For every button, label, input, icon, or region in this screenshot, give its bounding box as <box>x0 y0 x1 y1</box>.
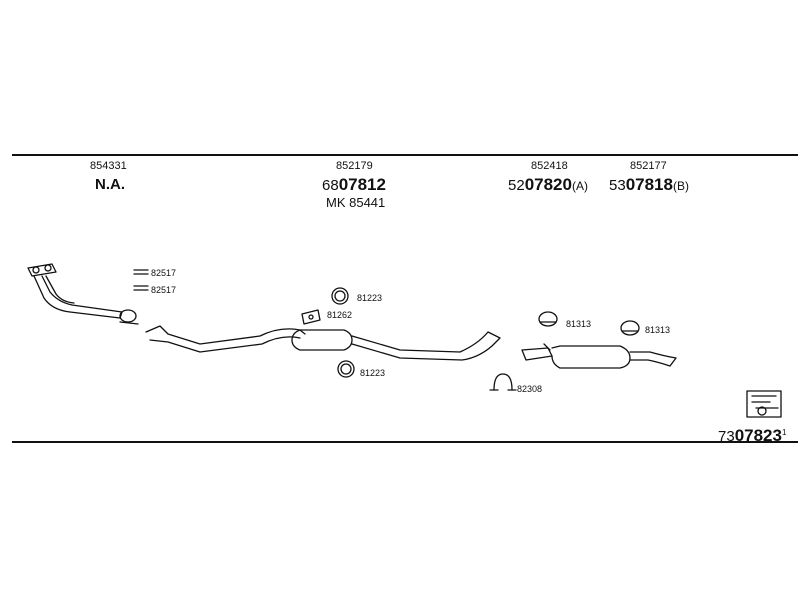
col2-code-main: 07812 <box>338 175 386 194</box>
clamp-82308-shape <box>489 373 517 391</box>
part-label: 81223 <box>360 368 386 378</box>
col1-label: N.A. <box>95 176 125 193</box>
hanger-81262-shape <box>301 309 321 325</box>
middle-pipe-with-resonator <box>145 325 501 361</box>
part-label: 81223 <box>357 293 383 303</box>
col2-code-prefix: 68 <box>322 177 339 194</box>
hanger-81313b-shape <box>620 320 640 336</box>
col4-code-suffix: (B) <box>672 179 689 193</box>
part-label: 81313 <box>645 325 671 335</box>
footer-code-superscript: 1 <box>781 428 787 437</box>
col3-code-suffix: (A) <box>571 179 588 193</box>
col4-code: 5307818(B) <box>609 175 689 195</box>
bolt-icon <box>133 269 149 291</box>
footer-code-prefix: 73 <box>718 428 735 445</box>
col3-code-main: 07820 <box>524 175 572 194</box>
col3-number: 852418 <box>531 160 568 172</box>
col4-code-prefix: 53 <box>609 177 626 194</box>
catalogue-symbol-icon <box>746 390 782 418</box>
col4-code-main: 07818 <box>625 175 673 194</box>
bottom-divider <box>12 441 798 443</box>
col2-code: 6807812 <box>322 175 386 195</box>
col2-kit: MK 85441 <box>326 195 386 210</box>
col3-code: 5207820(A) <box>508 175 588 195</box>
part-label: 81313 <box>566 319 592 329</box>
hanger-81313a-shape <box>538 311 558 327</box>
footer-code-main: 07823 <box>734 426 782 445</box>
ring-81223b-shape <box>337 360 355 378</box>
part-label: 82517 <box>151 268 177 278</box>
col2-number: 852179 <box>336 160 373 172</box>
part-label: 82308 <box>517 384 543 394</box>
front-downpipe <box>27 263 139 325</box>
col3-code-prefix: 52 <box>508 177 525 194</box>
footer-code: 73078231 <box>718 426 786 446</box>
col1-number: 854331 <box>90 160 127 172</box>
top-divider <box>12 154 798 156</box>
part-label: 82517 <box>151 285 177 295</box>
ring-81223a-shape <box>331 287 349 305</box>
rear-muffler <box>521 343 677 369</box>
part-label: 81262 <box>327 310 353 320</box>
col4-number: 852177 <box>630 160 667 172</box>
